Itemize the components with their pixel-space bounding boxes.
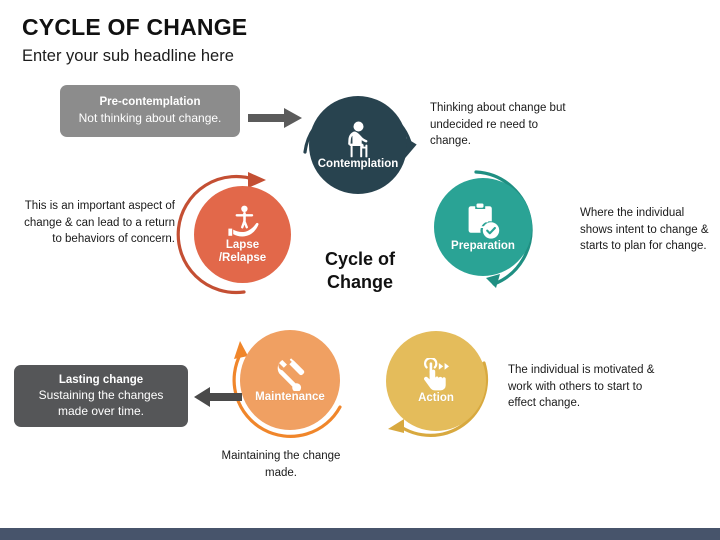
page-subtitle: Enter your sub headline here bbox=[22, 47, 234, 65]
hand-click-icon bbox=[417, 356, 455, 392]
arrow-maintenance-to-lasting bbox=[194, 387, 242, 407]
lasting-change-title: Lasting change bbox=[58, 373, 144, 386]
lapse-label-line1: Lapse bbox=[225, 238, 260, 251]
person-on-hand-icon bbox=[225, 205, 261, 239]
action-arc-arrow bbox=[388, 361, 489, 437]
maintenance-disc[interactable]: Maintenance bbox=[240, 330, 340, 430]
stage-preparation[interactable]: Preparation bbox=[424, 170, 546, 292]
action-caption: The individual is motivated & work with … bbox=[508, 364, 655, 410]
contemplation-caption: Thinking about change but undecided re n… bbox=[430, 102, 566, 148]
pre-contemplation-title: Pre-contemplation bbox=[99, 96, 201, 109]
center-label-line2: Change bbox=[326, 271, 393, 292]
clipboard-checklist-icon bbox=[465, 202, 501, 240]
action-disc[interactable]: Action bbox=[386, 331, 486, 431]
maintenance-label: Maintenance bbox=[255, 390, 325, 403]
stage-contemplation[interactable]: Contemplation bbox=[303, 90, 417, 202]
maintenance-caption: Maintaining the change made. bbox=[221, 450, 341, 479]
footer-accent-bar bbox=[0, 528, 720, 540]
arrow-pre-to-contemplation bbox=[248, 108, 302, 128]
action-label: Action bbox=[418, 391, 454, 404]
stage-action[interactable]: Action bbox=[378, 325, 498, 445]
lasting-change-box[interactable]: Lasting change Sustaining the changes ma… bbox=[14, 365, 188, 427]
page-title: CYCLE OF CHANGE bbox=[22, 14, 248, 40]
stage-maintenance[interactable]: Maintenance bbox=[222, 325, 347, 445]
lapse-arc-arrow bbox=[176, 172, 266, 295]
lasting-change-subtitle: Sustaining the changes made over time. bbox=[38, 388, 164, 418]
lapse-label-line2: /Relapse bbox=[218, 251, 267, 264]
person-thinking-icon bbox=[341, 120, 375, 158]
contemplation-label: Contemplation bbox=[317, 157, 399, 170]
contemplation-disc[interactable]: Contemplation bbox=[309, 96, 407, 194]
pre-contemplation-box[interactable]: Pre-contemplation Not thinking about cha… bbox=[60, 85, 240, 137]
preparation-label: Preparation bbox=[451, 239, 515, 252]
center-label-line1: Cycle of bbox=[324, 249, 396, 269]
preparation-caption: Where the individual shows intent to cha… bbox=[580, 207, 709, 253]
stage-lapse[interactable]: Lapse /Relapse bbox=[176, 168, 300, 296]
wrench-screwdriver-icon bbox=[272, 357, 308, 392]
pre-contemplation-subtitle: Not thinking about change. bbox=[78, 110, 222, 125]
preparation-disc[interactable]: Preparation bbox=[434, 178, 532, 276]
maintenance-arc-arrow bbox=[232, 341, 342, 438]
lapse-caption: This is an important aspect of change & … bbox=[24, 200, 175, 246]
lapse-disc[interactable]: Lapse /Relapse bbox=[194, 186, 291, 283]
center-label: Cycle of Change bbox=[305, 248, 415, 293]
